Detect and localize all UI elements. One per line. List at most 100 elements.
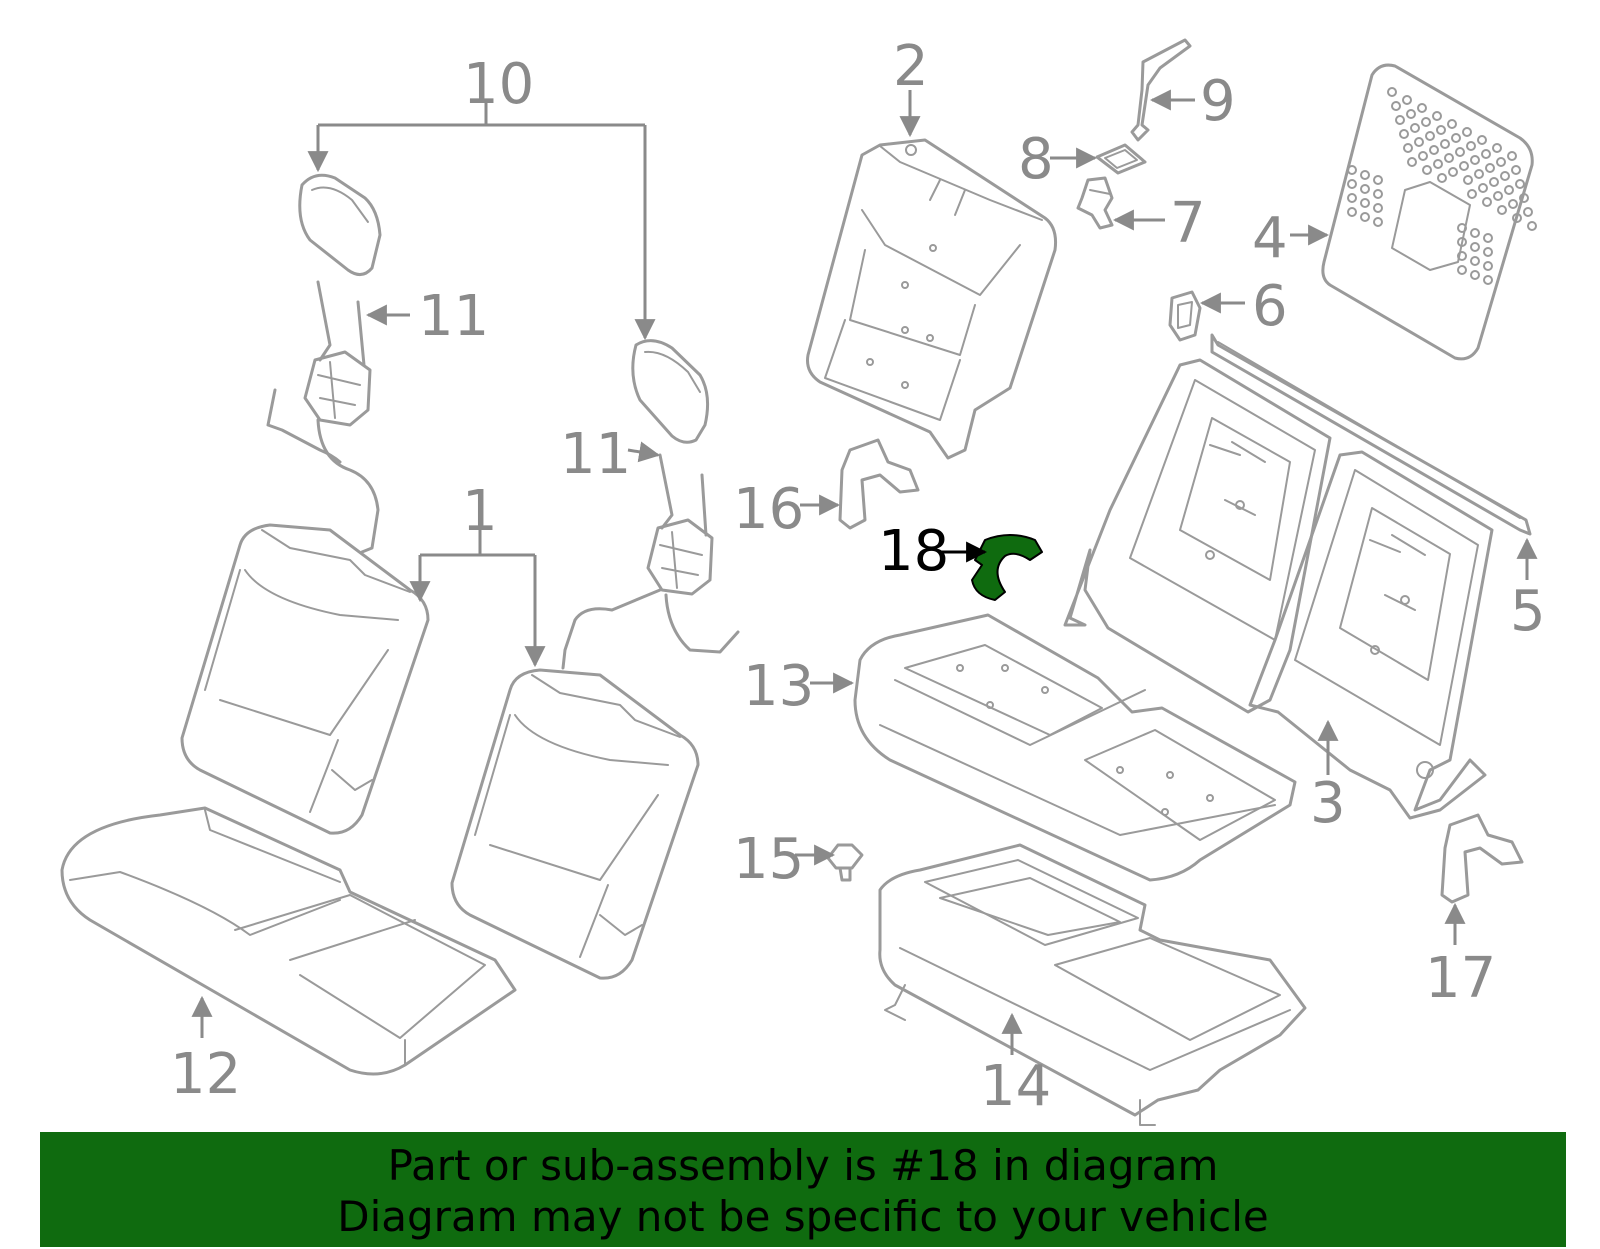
panel-hole xyxy=(1470,256,1480,266)
panel-hole xyxy=(1492,143,1502,153)
part-18-highlight xyxy=(971,534,1043,601)
seat-back-seal-strip xyxy=(1210,333,1532,536)
panel-hole xyxy=(1470,228,1480,238)
label-8[interactable]: 8 xyxy=(1018,127,1054,192)
label-12[interactable]: 12 xyxy=(170,1042,241,1107)
seat-back-trim-panel xyxy=(806,138,1057,460)
panel-hole xyxy=(1417,103,1427,113)
headrest-guide-sleeve xyxy=(1076,176,1114,230)
label-1[interactable]: 1 xyxy=(462,479,498,544)
panel-hole xyxy=(1451,133,1461,143)
info-banner: Part or sub-assembly is #18 in diagram D… xyxy=(40,1132,1566,1247)
headrest-guide-rod xyxy=(1130,38,1192,142)
panel-hole xyxy=(1483,275,1493,285)
label-13[interactable]: 13 xyxy=(743,654,814,719)
panel-hole xyxy=(1483,261,1493,271)
label-11-left[interactable]: 11 xyxy=(418,284,489,349)
label-11-right[interactable]: 11 xyxy=(560,422,631,487)
label-4[interactable]: 4 xyxy=(1252,206,1288,271)
panel-hole xyxy=(1403,143,1413,153)
panel-hole xyxy=(1470,270,1480,280)
panel-hole xyxy=(1483,233,1493,243)
panel-hole xyxy=(1457,251,1467,261)
panel-hole xyxy=(1406,109,1416,119)
panel-hole xyxy=(1489,177,1499,187)
panel-hole xyxy=(1347,165,1357,175)
panel-hole xyxy=(1444,153,1454,163)
panel-hole xyxy=(1500,171,1510,181)
panel-hole xyxy=(1373,189,1383,199)
panel-hole xyxy=(1474,169,1484,179)
bolt xyxy=(826,843,864,882)
rear-panel-holes xyxy=(1347,87,1537,285)
headrest-left xyxy=(298,173,382,276)
panel-hole xyxy=(1477,135,1487,145)
seatbelt-retractor-right xyxy=(561,453,740,670)
panel-hole xyxy=(1511,165,1521,175)
panel-hole xyxy=(1448,167,1458,177)
panel-hole xyxy=(1457,223,1467,233)
cushion-frame xyxy=(853,613,1297,882)
panel-hole xyxy=(1436,125,1446,135)
label-3[interactable]: 3 xyxy=(1310,771,1346,836)
panel-hole xyxy=(1519,193,1529,203)
panel-hole xyxy=(1360,198,1370,208)
panel-hole xyxy=(1373,175,1383,185)
panel-hole xyxy=(1497,205,1507,215)
label-15[interactable]: 15 xyxy=(733,827,804,892)
headrest-guide-bezel xyxy=(1095,143,1147,175)
panel-hole xyxy=(1410,123,1420,133)
panel-hole xyxy=(1462,127,1472,137)
panel-hole xyxy=(1432,111,1442,121)
hinge-cover-left xyxy=(838,438,920,530)
label-6[interactable]: 6 xyxy=(1252,274,1288,339)
panel-hole xyxy=(1437,173,1447,183)
hinge-cover-right xyxy=(1440,813,1524,904)
panel-hole xyxy=(1407,157,1417,167)
panel-hole xyxy=(1512,213,1522,223)
panel-hole xyxy=(1496,157,1506,167)
panel-hole xyxy=(1508,199,1518,209)
panel-hole xyxy=(1447,119,1457,129)
latch-cover xyxy=(1168,290,1202,342)
label-7[interactable]: 7 xyxy=(1170,191,1206,256)
panel-hole xyxy=(1421,117,1431,127)
panel-hole xyxy=(1507,151,1517,161)
part-labels: 10 11 11 1 12 2 9 8 7 6 4 5 3 16 17 13 1… xyxy=(170,34,1546,1119)
label-14[interactable]: 14 xyxy=(980,1054,1051,1119)
panel-hole xyxy=(1457,237,1467,247)
panel-hole xyxy=(1493,191,1503,201)
panel-hole xyxy=(1523,207,1533,217)
label-18[interactable]: 18 xyxy=(878,519,949,584)
panel-hole xyxy=(1433,159,1443,169)
panel-hole xyxy=(1470,155,1480,165)
panel-hole xyxy=(1347,179,1357,189)
label-2[interactable]: 2 xyxy=(893,34,929,99)
seatbelt-retractor-left xyxy=(266,280,380,554)
panel-hole xyxy=(1482,197,1492,207)
cushion-pan xyxy=(878,843,1307,1126)
panel-hole xyxy=(1360,170,1370,180)
label-10[interactable]: 10 xyxy=(463,52,534,117)
panel-hole xyxy=(1360,184,1370,194)
panel-hole xyxy=(1414,137,1424,147)
panel-hole xyxy=(1391,101,1401,111)
panel-hole xyxy=(1455,147,1465,157)
panel-hole xyxy=(1457,265,1467,275)
panel-hole xyxy=(1467,189,1477,199)
seat-back-left xyxy=(180,523,430,835)
panel-hole xyxy=(1504,185,1514,195)
label-5[interactable]: 5 xyxy=(1510,579,1546,644)
panel-hole xyxy=(1459,161,1469,171)
panel-hole xyxy=(1485,163,1495,173)
seat-back-frame xyxy=(1063,358,1494,820)
label-16[interactable]: 16 xyxy=(733,477,804,542)
label-17[interactable]: 17 xyxy=(1425,946,1496,1011)
panel-hole xyxy=(1463,175,1473,185)
panel-hole xyxy=(1481,149,1491,159)
banner-line-1: Part or sub-assembly is #18 in diagram xyxy=(387,1141,1219,1190)
panel-hole xyxy=(1395,115,1405,125)
panel-hole xyxy=(1483,247,1493,257)
label-9[interactable]: 9 xyxy=(1200,69,1236,134)
